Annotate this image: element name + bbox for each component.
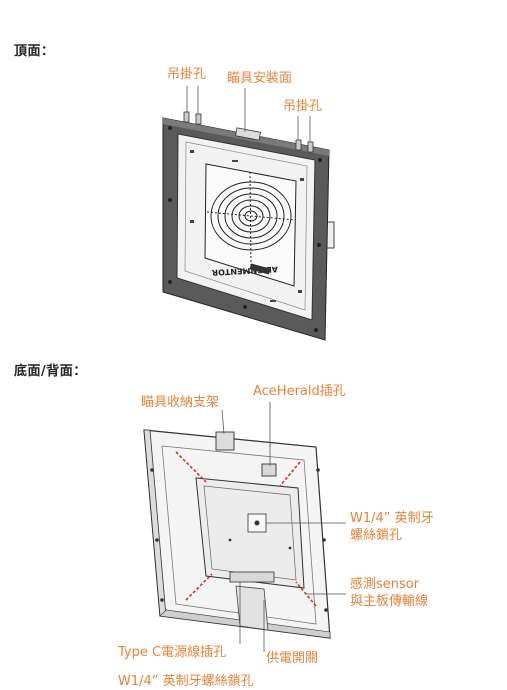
label-sensor-line1: 感測sensor <box>350 577 420 592</box>
bottom-device <box>143 429 331 639</box>
label-aceherald-port: AceHerald插孔 <box>253 384 346 399</box>
label-hook-right: 吊掛孔 <box>283 99 323 114</box>
label-aimer-stand: 瞄具收納支架 <box>141 395 220 410</box>
label-sensor-cable: 感測sensor 與主板傳輸線 <box>350 576 428 610</box>
top-device: ALIGNMENTOR <box>162 111 335 341</box>
label-thread-line1: W1/4” 英制牙 <box>350 511 434 526</box>
label-power-switch: 供電開關 <box>266 651 319 666</box>
label-bottom-thread: W1/4” 英制牙螺絲鎖孔 <box>118 674 254 689</box>
top-view-heading: 頂面： <box>14 44 55 59</box>
bottom-view-heading: 底面/背面： <box>14 364 87 379</box>
label-thread-line2: 螺絲鎖孔 <box>350 528 403 543</box>
label-hook-left: 吊掛孔 <box>167 67 207 82</box>
label-sensor-line2: 與主板傳輸線 <box>350 594 429 609</box>
label-thread-hole: W1/4” 英制牙 螺絲鎖孔 <box>350 510 434 544</box>
label-typec-port: Type C電源線插孔 <box>118 645 227 660</box>
label-aimer-mount: 瞄具安裝面 <box>227 71 293 86</box>
